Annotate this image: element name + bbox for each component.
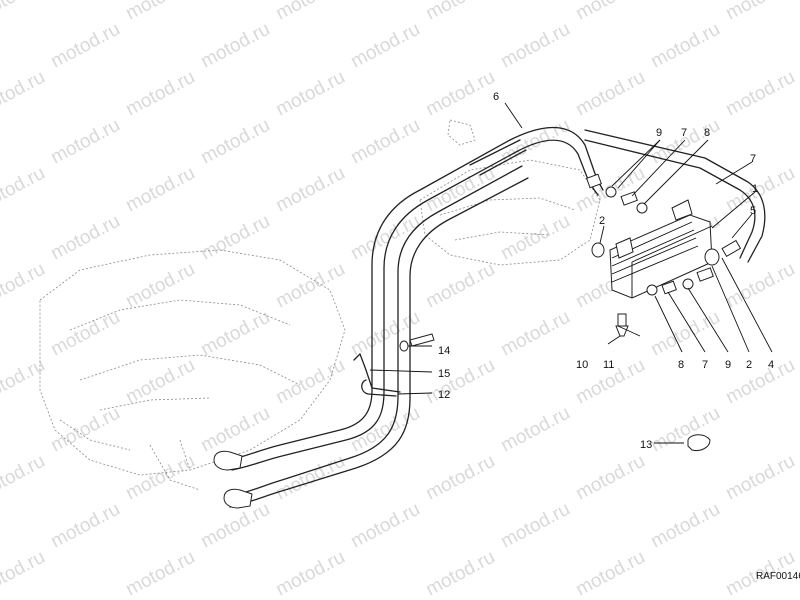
watermark-text: motod.ru: [647, 403, 723, 457]
callout-5: 6: [493, 91, 499, 103]
callout-9-bottom: 9: [725, 359, 731, 371]
watermark-text: motod.ru: [272, 547, 348, 600]
watermark-text: motod.ru: [497, 499, 573, 553]
watermark-text: motod.ru: [722, 259, 798, 313]
watermark-text: motod.ru: [0, 355, 49, 409]
watermark-text: motod.ru: [272, 67, 348, 121]
watermark-text: motod.ru: [647, 307, 723, 361]
watermark-text: motod.ru: [347, 499, 423, 553]
callout-4: 5: [750, 205, 756, 217]
reference-code: RAF00146: [756, 571, 800, 582]
watermark-text: motod.ru: [122, 0, 198, 24]
callout-15: 15: [438, 368, 450, 380]
clip-ring: [687, 434, 711, 451]
watermark-text: motod.ru: [122, 547, 198, 600]
watermark-text: motod.ru: [197, 211, 273, 265]
callout-9-top: 9: [656, 127, 662, 139]
callout-13: 13: [640, 439, 652, 451]
callout-1: 1: [752, 183, 758, 195]
watermark-text: motod.ru: [47, 307, 123, 361]
watermark-text: motod.ru: [347, 403, 423, 457]
watermark-text: motod.ru: [0, 0, 49, 24]
watermark-text: motod.ru: [572, 547, 648, 600]
watermark-text: motod.ru: [497, 211, 573, 265]
oil-cooler: [609, 199, 713, 299]
watermark-text: motod.ru: [497, 403, 573, 457]
watermark-text: motod.ru: [422, 355, 498, 409]
union-fitting-upper: [591, 242, 605, 258]
watermark-text: motod.ru: [0, 259, 49, 313]
callout-6: 7: [750, 153, 756, 165]
engine-ghost-outline: [39, 119, 601, 491]
watermark-text: motod.ru: [122, 259, 198, 313]
watermark-text: motod.ru: [572, 451, 648, 505]
watermark-text: motod.ru: [197, 307, 273, 361]
watermark-text: motod.ru: [272, 451, 348, 505]
callout-14: 14: [438, 345, 450, 357]
watermark-text: motod.ru: [422, 547, 498, 600]
watermark-text: motod.ru: [122, 355, 198, 409]
watermark-text: motod.ru: [272, 259, 348, 313]
watermark-text: motod.ru: [47, 115, 123, 169]
watermark-text: motod.ru: [422, 259, 498, 313]
watermark-text: motod.ru: [572, 0, 648, 24]
watermark-text: motod.ru: [47, 19, 123, 73]
watermark-text: motod.ru: [497, 307, 573, 361]
callout-3: 4: [768, 359, 774, 371]
washer: [399, 340, 409, 352]
callout-12: 12: [438, 389, 450, 401]
watermark-text: motod.ru: [47, 499, 123, 553]
watermark-text: motod.ru: [647, 499, 723, 553]
union-fitting-lower: [704, 248, 720, 266]
watermark-text: motod.ru: [272, 163, 348, 217]
watermark-text: motod.ru: [722, 0, 798, 24]
oil-pipe-assembly: [213, 126, 766, 509]
watermark-text: motod.ru: [197, 115, 273, 169]
callout-11: 11: [603, 359, 614, 371]
watermark-text: motod.ru: [422, 451, 498, 505]
callout-2-lower: 2: [746, 359, 752, 371]
watermark-text: motod.ru: [572, 67, 648, 121]
callout-7-top: 7: [681, 127, 687, 139]
watermark-text: motod.ru: [122, 451, 198, 505]
watermark-text: motod.ru: [722, 163, 798, 217]
watermark-text: motod.ru: [197, 19, 273, 73]
fittings-group: [353, 173, 742, 451]
bolt: [409, 333, 435, 347]
callout-8-bottom: 8: [678, 359, 684, 371]
watermark-text: motod.ru: [347, 19, 423, 73]
watermark-text: motod.ru: [272, 355, 348, 409]
watermark-text: motod.ru: [722, 67, 798, 121]
watermark-text: motod.ru: [497, 19, 573, 73]
watermark-text: motod.ru: [647, 19, 723, 73]
callout-10: 10: [576, 359, 588, 371]
watermark-text: motod.ru: [0, 67, 49, 121]
watermark-text: motod.ru: [422, 67, 498, 121]
watermark-text: motod.ru: [0, 451, 49, 505]
callout-8-top: 8: [704, 127, 710, 139]
callout-7-bottom: 7: [702, 359, 708, 371]
watermark-text: motod.ru: [722, 451, 798, 505]
leader-lines: [369, 102, 773, 444]
watermark-text: motod.ru: [0, 547, 49, 600]
watermark-text: motod.ru: [0, 163, 49, 217]
watermark-text: motod.ru: [47, 403, 123, 457]
watermark-text: motod.ru: [422, 0, 498, 24]
callout-2-upper: 2: [599, 215, 605, 227]
watermark-text: motod.ru: [197, 403, 273, 457]
watermark-text: motod.ru: [122, 163, 198, 217]
watermark-text: motod.ru: [47, 211, 123, 265]
watermark-text: motod.ru: [122, 67, 198, 121]
callout-labels: 6 9 7 8 7 1 5 2 10 11 8 7 9 2 4 14 15 12…: [438, 91, 774, 451]
watermark-text: motod.ru: [272, 0, 348, 24]
watermark-text: motod.ru: [347, 307, 423, 361]
watermark-text: motod.ru: [722, 355, 798, 409]
watermark-text: motod.ru: [347, 115, 423, 169]
